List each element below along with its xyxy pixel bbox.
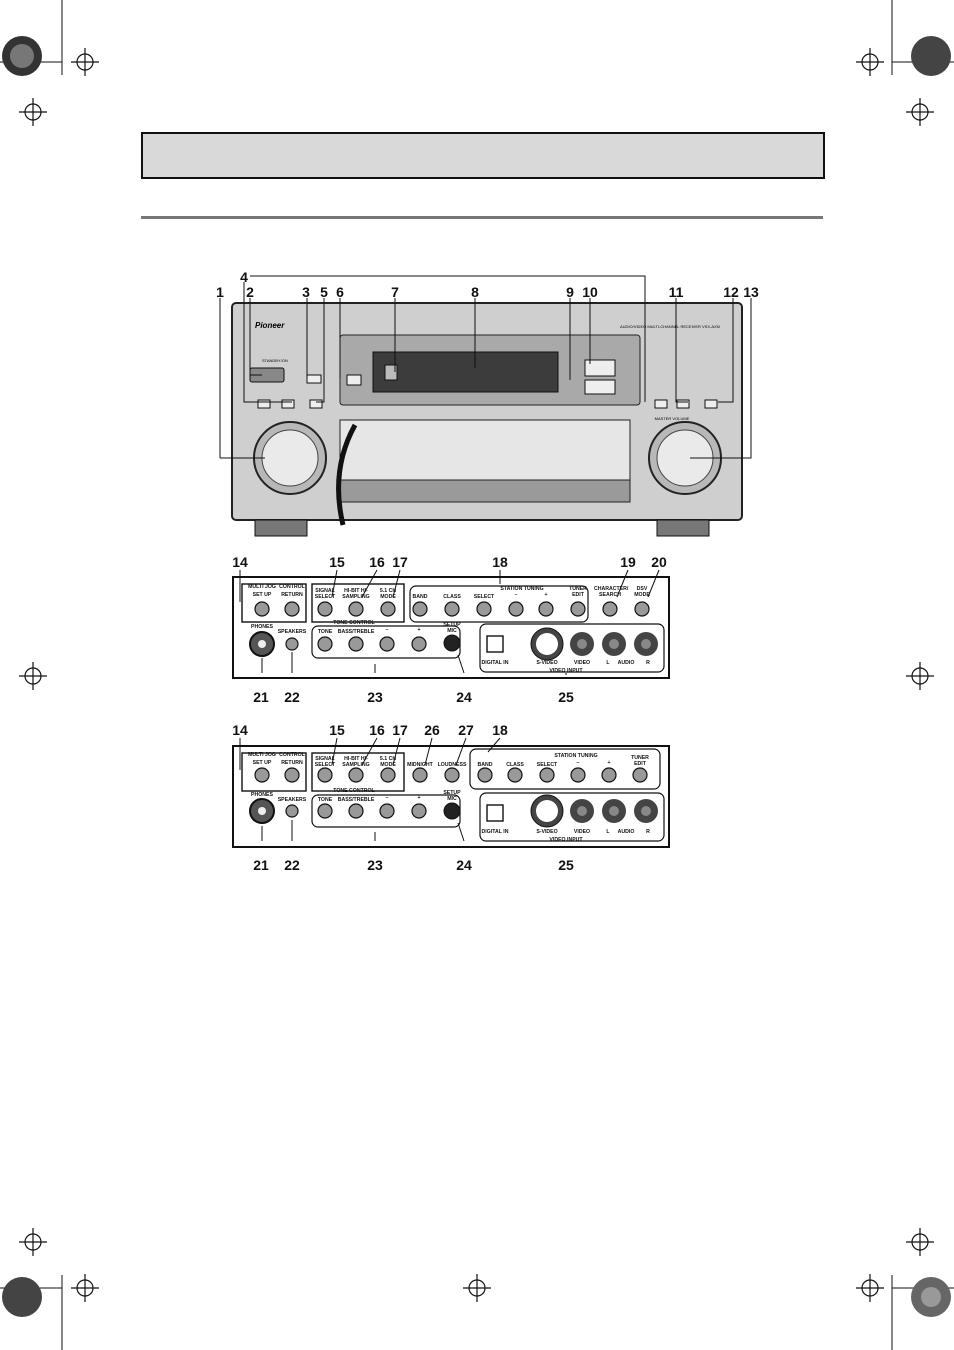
starburst-icon bbox=[2, 1277, 42, 1317]
crosshair-icon bbox=[856, 1274, 884, 1302]
svg-text:AUDIO/VIDEO MULTI-CHANNEL RECE: AUDIO/VIDEO MULTI-CHANNEL RECEIVER VSX-A… bbox=[620, 324, 720, 329]
crosshair-icon bbox=[71, 1274, 99, 1302]
crosshair-icon bbox=[906, 1228, 934, 1256]
section-rule bbox=[141, 216, 823, 219]
section-header-bar bbox=[141, 132, 825, 179]
starburst-icon bbox=[911, 1277, 951, 1317]
crosshair-icon bbox=[906, 662, 934, 690]
svg-text:MASTER VOLUME: MASTER VOLUME bbox=[655, 416, 690, 421]
crosshair-icon bbox=[19, 1228, 47, 1256]
crosshair-icon bbox=[19, 662, 47, 690]
front-leader-lines bbox=[219, 275, 752, 459]
crosshair-icon bbox=[906, 98, 934, 126]
crosshair-icon bbox=[856, 48, 884, 76]
receiver-front-panel: Pioneer AUDIO/VIDEO MULTI-CHANNEL RECEIV… bbox=[231, 302, 743, 537]
crosshair-icon bbox=[463, 1274, 491, 1302]
svg-text:STANDBY/ON: STANDBY/ON bbox=[262, 358, 288, 363]
detail-panel-a bbox=[232, 576, 670, 679]
detail-panel-b bbox=[232, 745, 670, 848]
crosshair-icon bbox=[19, 98, 47, 126]
detail-leader-lines bbox=[239, 569, 660, 842]
crosshair-icon bbox=[71, 48, 99, 76]
starburst-icon bbox=[2, 36, 42, 76]
starburst-icon bbox=[911, 36, 951, 76]
brand-logo: Pioneer bbox=[255, 321, 285, 330]
